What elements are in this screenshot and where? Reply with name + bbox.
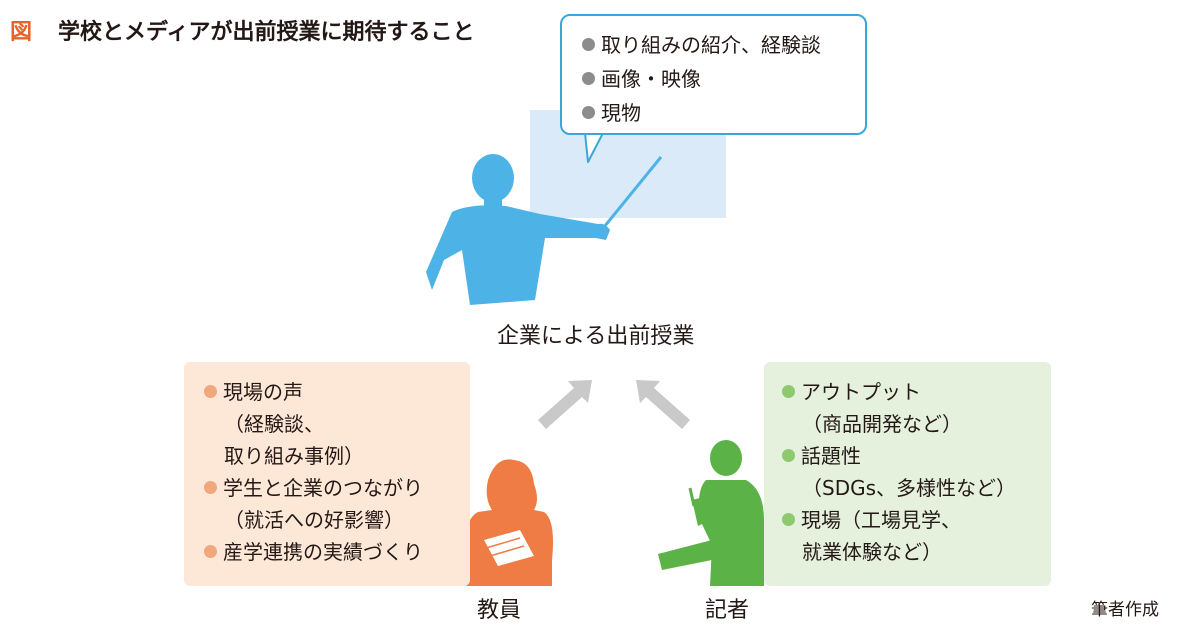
bubble-item: 画像・映像 [582, 62, 865, 96]
arrow-right-icon [636, 380, 690, 429]
bullet-dot-icon [582, 38, 595, 51]
bubble-item: 取り組みの紹介、経験談 [582, 28, 865, 62]
bullet-dot-icon [582, 72, 595, 85]
bullet-dot-icon [582, 106, 595, 119]
bullet-dot-icon [782, 449, 795, 462]
pointer-stick [598, 156, 663, 233]
list-item-continuation: （商品開発など） [802, 412, 962, 436]
teacher-book-icon [484, 530, 534, 566]
list-item: 現場の声 [204, 376, 470, 408]
center-label: 企業による出前授業 [497, 324, 695, 349]
list-item: 話題性 [782, 440, 1051, 472]
speech-bubble: 取り組みの紹介、経験談 画像・映像 現物 [560, 14, 867, 135]
media-expectations-box: アウトプット （商品開発など） 話題性 （SDGs、多様性など） 現場（工場見学… [764, 362, 1051, 586]
figure-label: 図 [10, 20, 33, 45]
reporter-label: 記者 [705, 598, 750, 623]
figure-title: 図学校とメディアが出前授業に期待すること [10, 14, 474, 46]
presenter-silhouette-icon [426, 154, 610, 305]
arrow-left-icon [538, 380, 592, 429]
list-item-continuation: （経験談、 [224, 412, 324, 436]
school-expectations-box: 現場の声 （経験談、 取り組み事例） 学生と企業のつながり （就活への好影響） … [184, 362, 470, 586]
reporter-silhouette-icon [658, 440, 764, 586]
reporter-pen [688, 487, 696, 507]
list-item-continuation: （SDGs、多様性など） [802, 476, 1017, 500]
bullet-dot-icon [204, 545, 217, 558]
list-item-continuation: 取り組み事例） [224, 444, 364, 468]
bubble-item: 現物 [582, 96, 865, 130]
list-item-continuation: （就活への好影響） [224, 508, 404, 532]
list-item: アウトプット [782, 376, 1051, 408]
figure-title-text: 学校とメディアが出前授業に期待すること [58, 20, 475, 45]
list-item: 産学連携の実績づくり [204, 536, 470, 568]
bullet-dot-icon [204, 385, 217, 398]
speech-bubble-tail [584, 132, 604, 163]
list-item-continuation: 就業体験など） [802, 540, 942, 564]
bullet-dot-icon [204, 481, 217, 494]
bullet-dot-icon [782, 385, 795, 398]
teacher-silhouette-icon [465, 459, 553, 586]
source-credit: 筆者作成 [1091, 600, 1159, 620]
teacher-label: 教員 [477, 598, 522, 623]
bullet-dot-icon [782, 513, 795, 526]
list-item: 現場（工場見学、 [782, 504, 1051, 536]
list-item: 学生と企業のつながり [204, 472, 470, 504]
